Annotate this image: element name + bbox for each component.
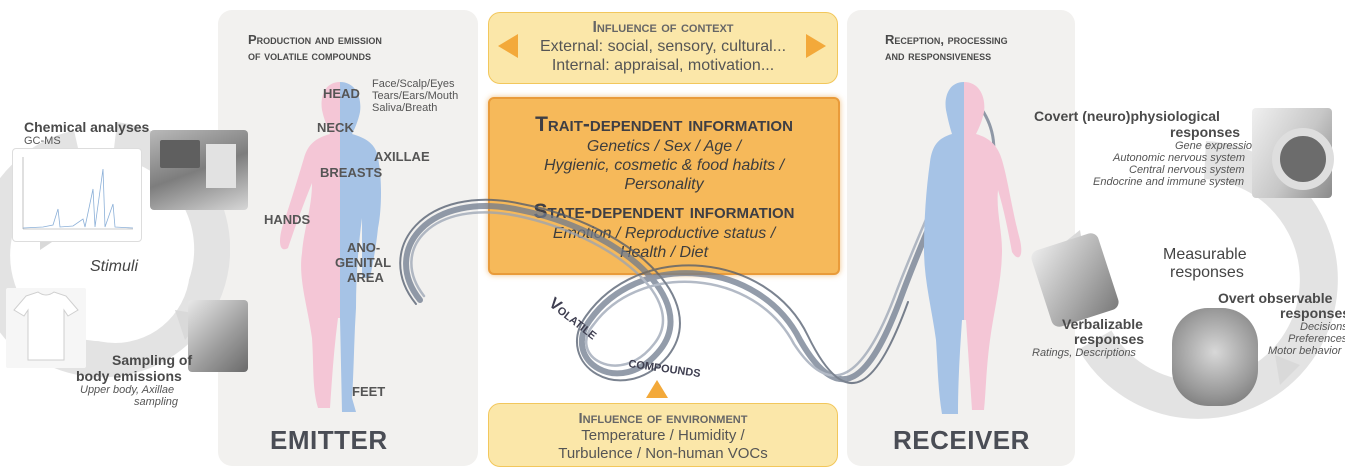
chemical-analyses-sub: GC-MS bbox=[24, 135, 61, 147]
trait-line-1: Genetics / Sex / Age / bbox=[586, 138, 742, 155]
tshirt-photo bbox=[6, 288, 86, 368]
sampling-title-2: body emissions bbox=[76, 368, 182, 384]
verbal-title-1: Verbalizable bbox=[1062, 316, 1143, 332]
gc-ms-instrument-image bbox=[150, 130, 248, 210]
overt-item-2: Preferences bbox=[1288, 333, 1345, 345]
measurable-label-1: Measurable bbox=[1163, 246, 1247, 263]
overt-title-1: Overt observable bbox=[1218, 290, 1333, 306]
context-box: Influence of context External: social, s… bbox=[488, 12, 838, 84]
covert-item-3: Central nervous system bbox=[1129, 164, 1245, 176]
label-head-detail-2: Tears/Ears/Mouth bbox=[372, 90, 459, 102]
infant-photo bbox=[1172, 308, 1258, 406]
environment-box: Influence of environment Temperature / H… bbox=[488, 403, 838, 467]
covert-item-4: Endocrine and immune system bbox=[1093, 176, 1245, 188]
label-hands: HANDS bbox=[264, 212, 311, 227]
receiver-label: RECEIVER bbox=[893, 425, 1030, 455]
mri-scanner-photo bbox=[1252, 108, 1334, 198]
trait-line-3: Personality bbox=[624, 176, 704, 193]
emitter-body-silhouette bbox=[280, 82, 381, 412]
context-title: Influence of context bbox=[592, 19, 734, 36]
axilla-sampling-photo bbox=[188, 300, 248, 372]
label-breasts: BREASTS bbox=[320, 165, 383, 180]
emitter-heading-1: Production and emission bbox=[248, 32, 382, 47]
environment-line-1: Temperature / Humidity / bbox=[581, 427, 745, 444]
state-title: State-dependent information bbox=[533, 200, 795, 223]
trait-line-2: Hygienic, cosmetic & food habits / bbox=[543, 157, 785, 174]
label-head-detail-3: Saliva/Breath bbox=[372, 102, 438, 114]
state-line-1: Emotion / Reproductive status / bbox=[552, 225, 776, 242]
environment-up-arrow-icon bbox=[646, 380, 668, 398]
covert-title-2: responses bbox=[1170, 124, 1241, 140]
context-line-1: External: social, sensory, cultural... bbox=[539, 38, 787, 55]
state-line-2: Health / Diet bbox=[619, 244, 709, 261]
overt-item-1: Decisions bbox=[1300, 321, 1345, 333]
emitter-label: EMITTER bbox=[270, 425, 388, 455]
receiver-heading-2: and responsiveness bbox=[885, 48, 992, 63]
receiver-heading-1: Reception, processing bbox=[885, 32, 1008, 47]
volatile-compounds-label: Volatile compounds bbox=[546, 295, 702, 381]
label-genital: GENITAL bbox=[335, 255, 392, 270]
context-left-arrow-icon bbox=[498, 34, 518, 58]
sampling-title-1: Sampling of bbox=[112, 352, 193, 368]
receiver-body-silhouette bbox=[924, 82, 1022, 414]
label-head: HEAD bbox=[323, 86, 360, 101]
covert-title-1: Covert (neuro)physiological bbox=[1034, 108, 1220, 124]
emitter-heading-2: of volatile compounds bbox=[248, 48, 372, 63]
sampling-sub-2: sampling bbox=[134, 396, 179, 408]
verbal-sub: Ratings, Descriptions bbox=[1032, 347, 1136, 359]
label-feet: FEET bbox=[352, 384, 386, 399]
label-head-detail-1: Face/Scalp/Eyes bbox=[372, 78, 455, 90]
tshirt-icon bbox=[13, 291, 79, 361]
sampling-sub-1: Upper body, Axillae bbox=[80, 384, 175, 396]
context-line-2: Internal: appraisal, motivation... bbox=[551, 57, 775, 74]
covert-item-1: Gene expression bbox=[1175, 140, 1259, 152]
chromatogram-image bbox=[12, 148, 142, 242]
context-right-arrow-icon bbox=[806, 34, 826, 58]
label-ano: ANO- bbox=[347, 240, 381, 255]
label-area: AREA bbox=[347, 270, 384, 285]
label-axillae: AXILLAE bbox=[374, 149, 430, 164]
trait-title: Trait-dependent information bbox=[535, 113, 793, 136]
environment-title: Influence of environment bbox=[578, 410, 748, 427]
verbal-title-2: responses bbox=[1074, 331, 1145, 347]
chemical-analyses-title: Chemical analyses bbox=[24, 119, 150, 135]
information-box: Trait-dependent information Genetics / S… bbox=[488, 97, 840, 275]
overt-title-2: responses bbox=[1280, 305, 1345, 321]
measurable-label-2: responses bbox=[1170, 264, 1244, 281]
overt-item-3: Motor behavior bbox=[1268, 345, 1342, 357]
covert-item-2: Autonomic nervous system bbox=[1113, 152, 1246, 164]
chromatogram-plot bbox=[22, 157, 134, 230]
environment-line-2: Turbulence / Non-human VOCs bbox=[558, 445, 768, 462]
label-neck: NECK bbox=[317, 120, 354, 135]
volatile-word-1: Volatile bbox=[546, 295, 601, 343]
stimuli-label: Stimuli bbox=[90, 258, 139, 275]
